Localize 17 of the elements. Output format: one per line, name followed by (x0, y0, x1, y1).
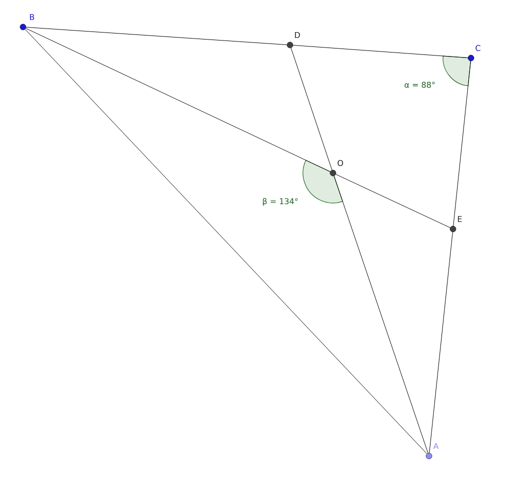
line-segment (292, 44, 468, 58)
point-label: D (294, 32, 300, 38)
line-segment (290, 48, 332, 170)
point-label: A (433, 443, 439, 449)
point-label: E (458, 216, 462, 222)
line-segment (26, 26, 288, 46)
line-segment (334, 176, 428, 454)
point-label: B (30, 14, 34, 20)
line-segment (26, 28, 330, 172)
angle-label: β = 134° (262, 198, 298, 206)
angle-label: α = 88° (404, 82, 435, 88)
line-segment (24, 29, 428, 454)
point-label: C (476, 44, 480, 52)
line-segment (429, 232, 453, 454)
line-segment (336, 174, 450, 228)
line-segment (453, 60, 471, 226)
point-label: O (338, 160, 344, 166)
